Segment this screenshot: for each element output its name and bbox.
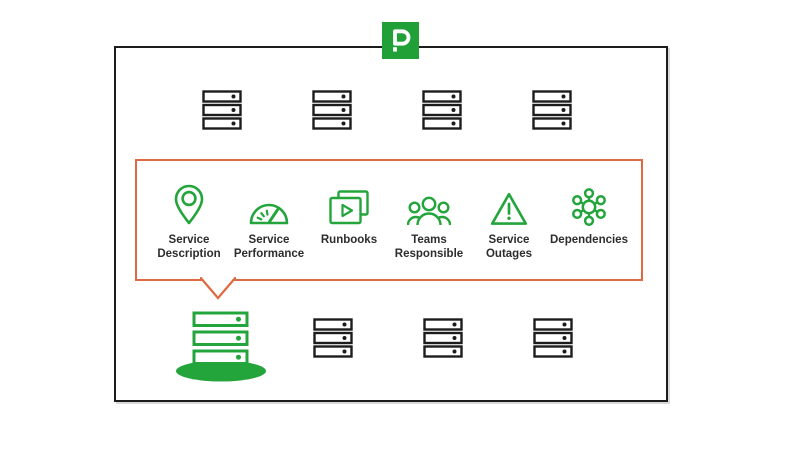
- p-logo-icon: [393, 29, 411, 52]
- callout-item-label: Service Description: [157, 234, 221, 260]
- brand-logo: P: [382, 22, 419, 59]
- highlighted-server-icon: [173, 310, 269, 384]
- server-icon: [312, 90, 352, 130]
- server-icon: [533, 318, 573, 358]
- dependencies-icon: [569, 181, 609, 227]
- server-icon: [422, 90, 462, 130]
- callout-item-runbooks: Runbooks: [310, 181, 388, 247]
- callout-item-label: Teams Responsible: [394, 234, 464, 260]
- callout-item-dependencies: Dependencies: [550, 181, 628, 247]
- callout-item-label: Dependencies: [550, 234, 628, 246]
- teams-icon: [407, 181, 451, 227]
- callout-item-label: Service Performance: [233, 234, 305, 260]
- server-grid-top: [202, 90, 572, 130]
- server-icon: [313, 318, 353, 358]
- gauge-icon: [247, 181, 291, 227]
- server-grid-bottom: [313, 318, 573, 358]
- server-icon: [423, 318, 463, 358]
- callout-item-service-outages: Service Outages: [470, 181, 548, 261]
- callout-tail: [200, 277, 236, 300]
- server-icon: [202, 90, 242, 130]
- map-pin-icon: [169, 181, 209, 227]
- feature-callout: Service Description Service Performance: [135, 159, 643, 300]
- callout-item-label: Runbooks: [320, 234, 378, 246]
- callout-item-service-description: Service Description: [150, 181, 228, 261]
- runbooks-icon: [327, 181, 371, 227]
- callout-item-teams-responsible: Teams Responsible: [390, 181, 468, 261]
- callout-item-label: Service Outages: [485, 234, 532, 260]
- callout-item-service-performance: Service Performance: [230, 181, 308, 261]
- warning-triangle-icon: [489, 181, 529, 227]
- server-icon: [532, 90, 572, 130]
